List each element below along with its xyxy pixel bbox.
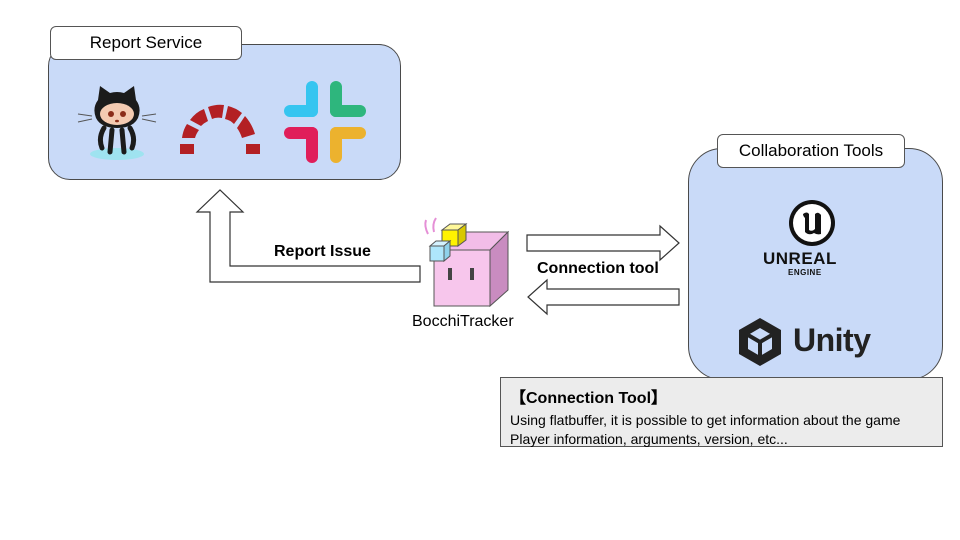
connection-tool-label: Connection tool <box>537 260 659 277</box>
collaboration-tools-title: Collaboration Tools <box>717 134 905 168</box>
slack-icon <box>284 81 366 163</box>
github-octocat-icon <box>77 86 157 160</box>
unreal-engine-icon <box>789 200 835 246</box>
unity-wordmark: Unity <box>793 322 871 358</box>
unreal-wordmark: UNREAL <box>763 249 837 268</box>
report-service-title: Report Service <box>50 26 242 60</box>
redmine-icon <box>180 104 260 154</box>
connection-tool-note: 【Connection Tool】 Using flatbuffer, it i… <box>500 377 943 447</box>
note-line: Using flatbuffer, it is possible to get … <box>510 412 901 428</box>
note-line: Player information, arguments, version, … <box>510 431 788 447</box>
note-title: 【Connection Tool】 <box>510 390 668 407</box>
bocchitracker-mascot-icon <box>424 217 510 308</box>
bocchitracker-label: BocchiTracker <box>412 313 514 330</box>
unreal-engine-subtitle: ENGINE <box>788 268 822 277</box>
unity-icon <box>739 318 781 366</box>
report-issue-label: Report Issue <box>274 243 371 260</box>
